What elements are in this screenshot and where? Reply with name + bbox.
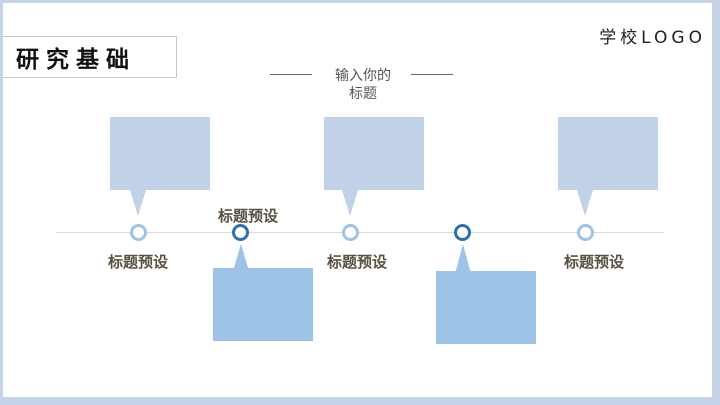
node-label-1: 标题预设 xyxy=(108,253,169,271)
page-title-box: 研究基础 xyxy=(3,36,177,78)
timeline-node-4[interactable] xyxy=(454,224,471,241)
timeline-node-2[interactable] xyxy=(232,224,249,241)
subtitle-left-rule xyxy=(270,74,312,75)
callout-tail-5 xyxy=(577,190,593,216)
school-logo: 学校LOGO xyxy=(599,28,706,48)
timeline-node-3[interactable] xyxy=(342,224,359,241)
timeline-line xyxy=(56,232,664,233)
subtitle-line-1: 输入你的 xyxy=(335,68,391,84)
slide: 研究基础 学校LOGO 输入你的 标题 标题预设 标题预设 标题预设 标题预设 xyxy=(3,3,712,397)
callout-tail-2 xyxy=(233,244,249,271)
callout-box-2[interactable] xyxy=(213,268,313,341)
callout-box-4[interactable] xyxy=(436,271,536,344)
page-title: 研究基础 xyxy=(16,47,136,73)
callout-box-3[interactable] xyxy=(324,117,424,190)
node-label-2: 标题预设 xyxy=(218,207,279,225)
callout-tail-3 xyxy=(342,190,358,216)
timeline-node-1[interactable] xyxy=(130,224,147,241)
timeline-node-5[interactable] xyxy=(577,224,594,241)
callout-box-1[interactable] xyxy=(110,117,210,190)
subtitle-line-2: 标题 xyxy=(349,86,377,102)
section-subtitle: 输入你的 标题 xyxy=(323,67,403,103)
node-label-3: 标题预设 xyxy=(327,253,388,271)
node-label-5: 标题预设 xyxy=(564,253,625,271)
subtitle-right-rule xyxy=(411,74,453,75)
callout-box-5[interactable] xyxy=(558,117,658,190)
callout-tail-1 xyxy=(130,190,146,216)
callout-tail-4 xyxy=(455,244,471,274)
